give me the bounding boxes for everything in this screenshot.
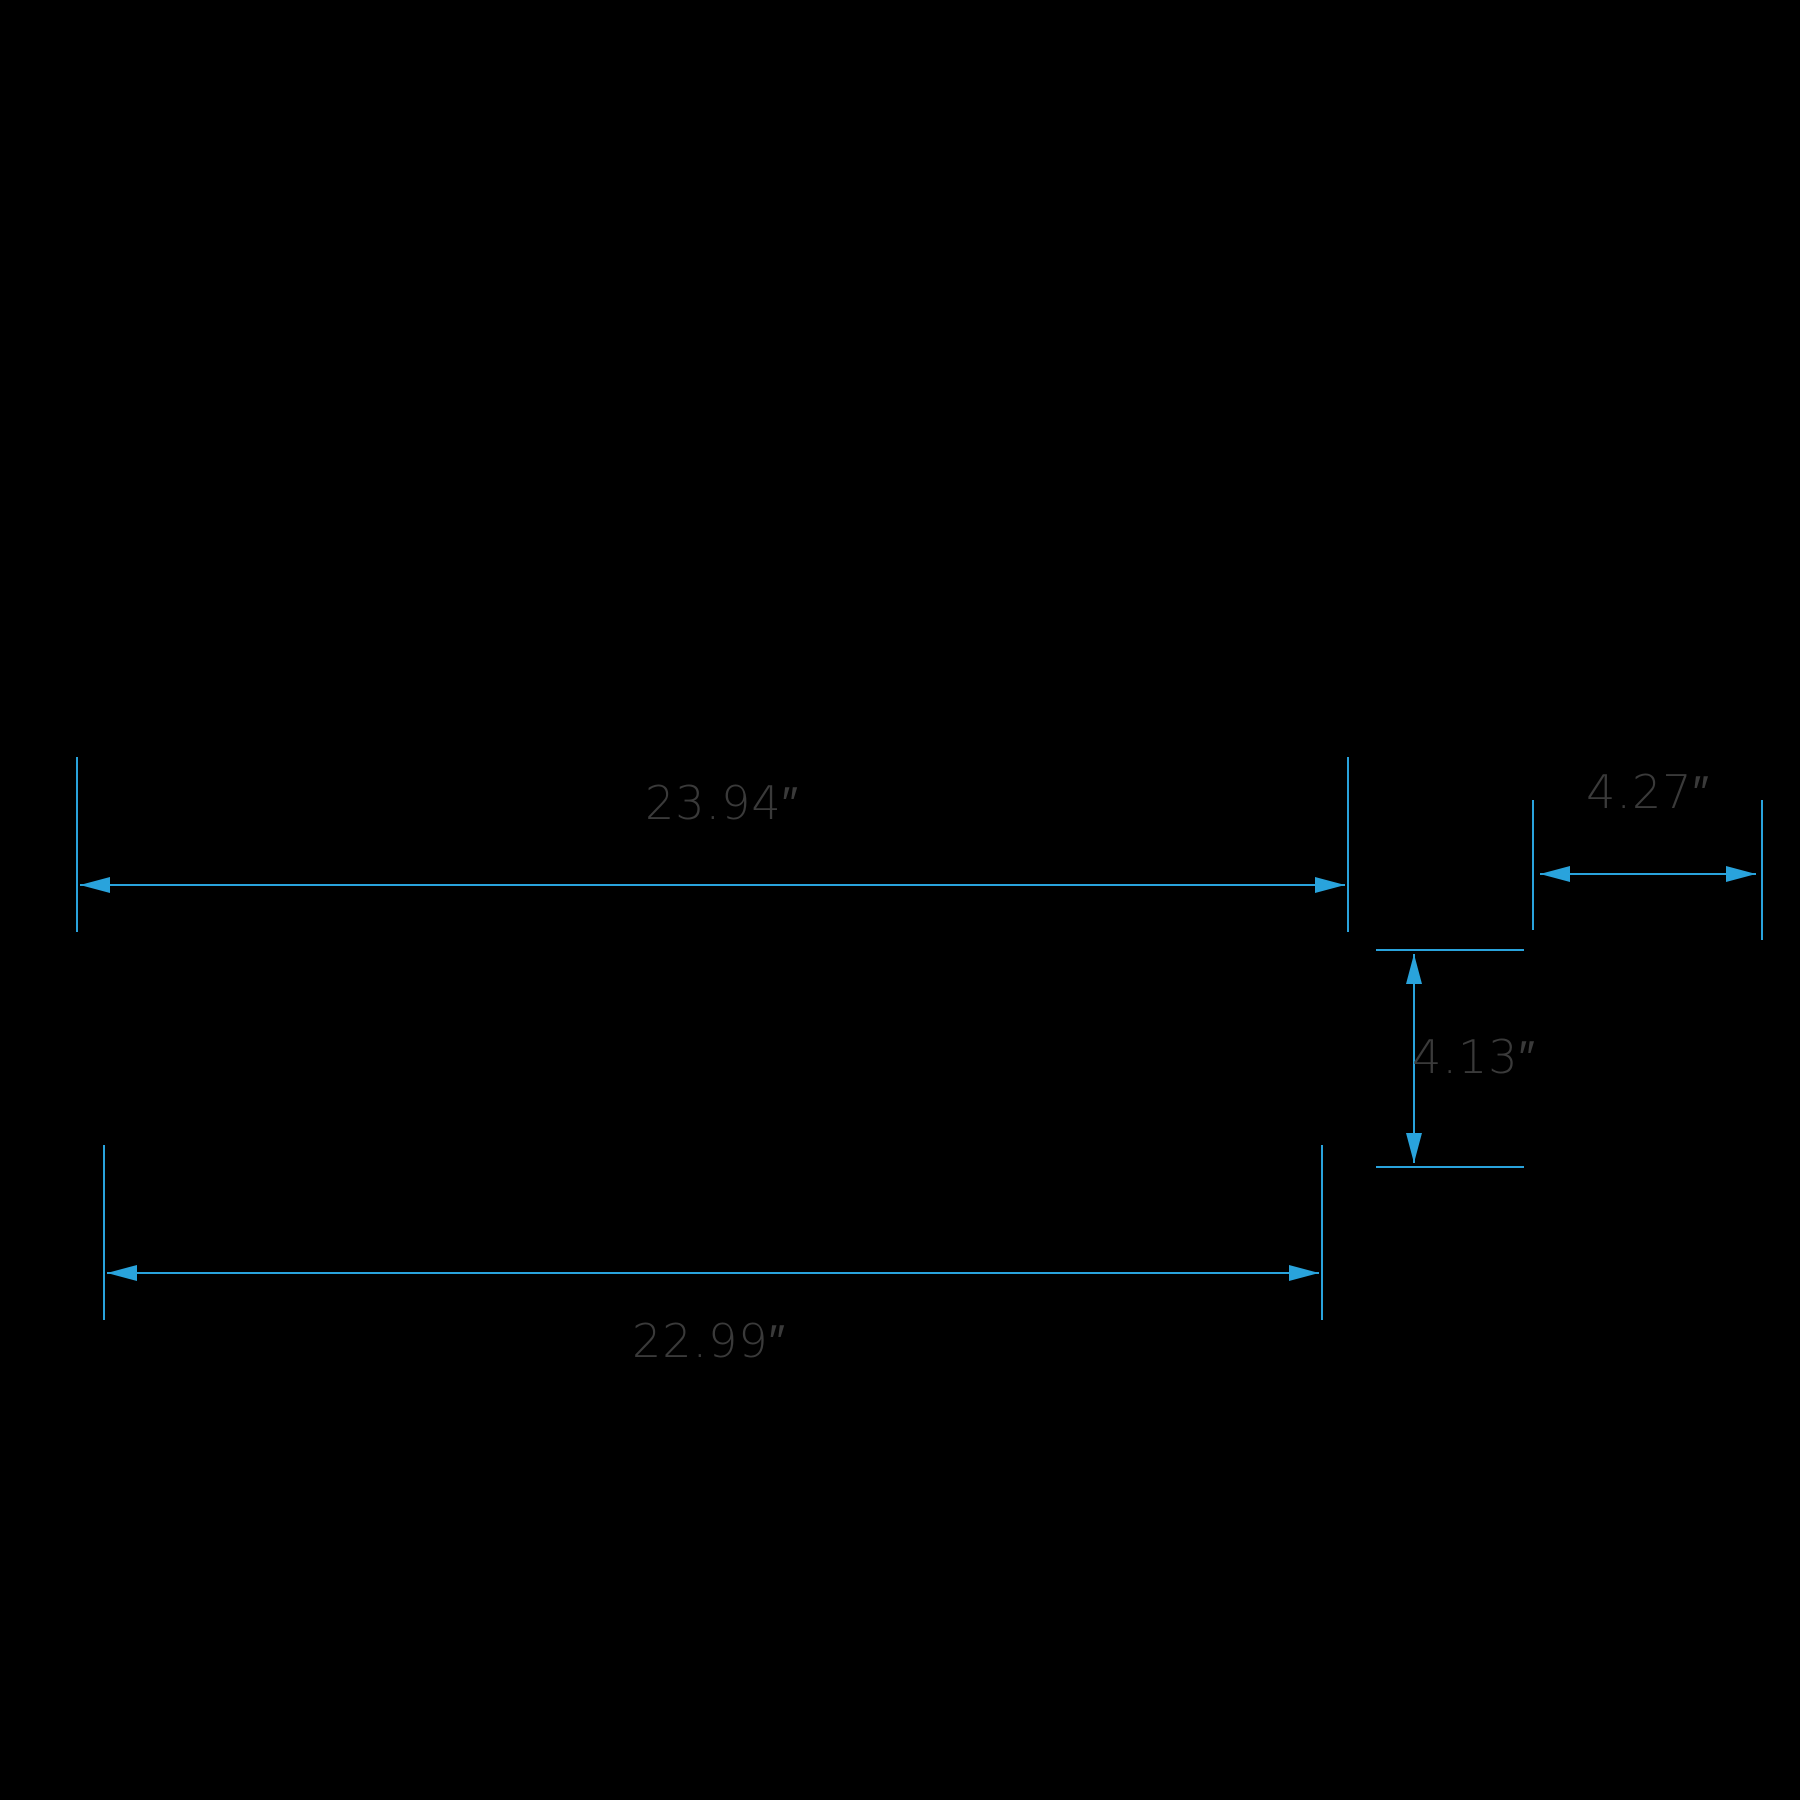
dimension-label-side-width: 4.27″ — [1586, 765, 1710, 819]
dimension-top-width: 23.94″ — [76, 757, 1349, 932]
dimension-side-width: 4.27″ — [1532, 765, 1763, 940]
dimension-bottom-width: 22.99″ — [103, 1145, 1323, 1368]
arrow-left-icon — [1540, 866, 1570, 882]
arrow-left-icon — [80, 877, 110, 893]
dimension-label-side-height: 4.13″ — [1412, 1030, 1536, 1084]
arrow-right-icon — [1289, 1265, 1319, 1281]
dimension-side-height: 4.13″ — [1376, 949, 1536, 1168]
arrow-down-icon — [1406, 1133, 1422, 1163]
arrow-right-icon — [1315, 877, 1345, 893]
dimension-label-top-width: 23.94″ — [645, 776, 799, 830]
arrow-left-icon — [107, 1265, 137, 1281]
dimension-label-bottom-width: 22.99″ — [632, 1314, 786, 1368]
arrow-right-icon — [1726, 866, 1756, 882]
arrow-up-icon — [1406, 954, 1422, 984]
